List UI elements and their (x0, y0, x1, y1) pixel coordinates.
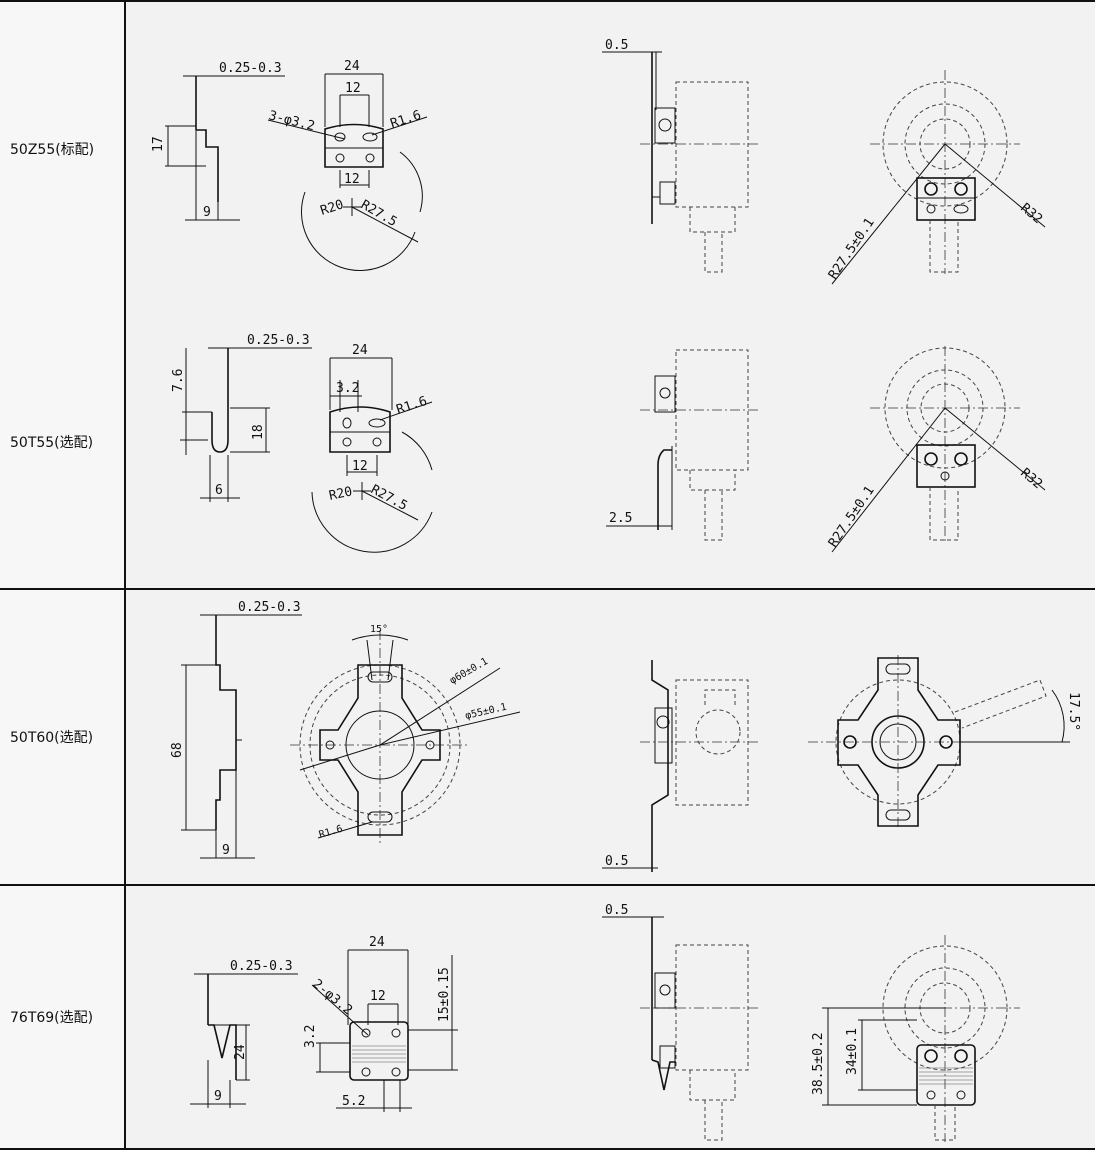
encoder-side-view: 0.5 (602, 38, 760, 273)
row-50t55: 50T55(选配) 0.25-0.3 7.6 (0, 296, 1095, 590)
encoder-front-view: 17.5° (808, 655, 1081, 830)
thickness-label: 0.25-0.3 (238, 600, 301, 615)
model-label-cell: 50Z55(标配) (0, 2, 126, 296)
drawing-cell: 0.25-0.3 68 9 (126, 590, 1095, 884)
r-outer-label: R27.5 (358, 197, 399, 230)
foot-label: 6 (215, 483, 223, 498)
dia-inner-label: φ55±0.1 (464, 702, 508, 722)
left-height-label: 3.2 (303, 1025, 318, 1048)
encoder-side-view: 0.5 (602, 660, 760, 872)
foot-label: 9 (214, 1089, 222, 1104)
bracket-front-view: 24 2-φ3.2 12 15±0.15 3.2 5.2 (303, 935, 458, 1112)
hole-pitch-top-label: 12 (345, 81, 361, 96)
encoder-front-view: 38.5±0.2 34±0.1 (811, 935, 1020, 1142)
model-label: 50Z55(标配) (10, 142, 95, 158)
side-gap-label: 0.5 (605, 903, 628, 918)
dia-outer-label: φ60±0.1 (448, 656, 490, 687)
row-76t69: 76T69(选配) 0.25-0.3 24 9 (0, 886, 1095, 1150)
hole-pitch-bottom-label: 12 (344, 172, 360, 187)
drawing-cell: 0.25-0.3 24 9 (126, 886, 1095, 1148)
encoder-front-view: R27.5±0.1 R32 (826, 70, 1046, 285)
height-label: 68 (170, 742, 185, 758)
front-r32-label: R32 (1017, 466, 1045, 493)
foot-label: 9 (222, 843, 230, 858)
row-50t55-drawing: 0.25-0.3 7.6 18 6 (171, 333, 1046, 553)
model-label: 76T69(选配) (10, 1010, 94, 1026)
width-label: 24 (369, 935, 385, 950)
bracket-side-profile: 0.25-0.3 68 9 (170, 600, 302, 859)
bracket-side-profile: 0.25-0.3 24 9 (190, 959, 298, 1108)
row-76t69-drawing: 0.25-0.3 24 9 (190, 903, 1020, 1142)
holes-label: 3-φ3.2 (267, 108, 316, 134)
r-outer-label: R27.5 (368, 482, 410, 514)
model-label: 50T55(选配) (10, 435, 94, 451)
foot-label: 9 (203, 205, 211, 220)
model-label-cell: 50T55(选配) (0, 296, 126, 588)
bracket-side-profile: 0.25-0.3 7.6 18 6 (171, 333, 312, 502)
front-radius-label: R27.5±0.1 (826, 483, 878, 550)
side-gap-label: 0.5 (605, 38, 628, 53)
bracket-front-view: 24 12 3-φ3.2 R1.6 12 R20 R27.5 (267, 59, 428, 271)
height-label: 18 (251, 424, 266, 440)
height-label: 17 (151, 136, 166, 152)
encoder-side-view: 2.5 (606, 349, 760, 541)
model-label-cell: 76T69(选配) (0, 886, 126, 1148)
hole-pitch-top-label: 3.2 (336, 381, 359, 396)
front-radius-label: R27.5±0.1 (826, 215, 878, 282)
front-h2-label: 34±0.1 (845, 1028, 860, 1075)
r-inner-label: R20 (319, 197, 346, 219)
radius-small-label: R1.6 (318, 824, 344, 841)
angle-label: 15° (370, 624, 388, 635)
encoder-front-view: R27.5±0.1 R32 (826, 346, 1046, 553)
radius-small-label: R1.6 (389, 108, 423, 132)
thickness-label: 0.25-0.3 (230, 959, 293, 974)
drawing-cell: 0.25-0.3 17 9 (126, 2, 1095, 296)
front-h1-label: 38.5±0.2 (811, 1032, 826, 1095)
width-label: 24 (352, 343, 368, 358)
row-50t60-drawing: 0.25-0.3 68 9 (170, 600, 1081, 872)
side-gap-label: 0.5 (605, 854, 628, 869)
drawing-cell: 0.25-0.3 7.6 18 6 (126, 296, 1095, 588)
row-50z55: 50Z55(标配) 0.25-0.3 17 9 (0, 0, 1095, 298)
bracket-front-view: 24 3.2 R1.6 12 R20 R27.5 (311, 343, 433, 553)
r-inner-label: R20 (328, 484, 354, 504)
row-50z55-drawing: 0.25-0.3 17 9 (151, 38, 1046, 285)
bracket-side-profile: 0.25-0.3 17 9 (151, 61, 285, 221)
model-label: 50T60(选配) (10, 730, 94, 746)
thickness-label: 0.25-0.3 (247, 333, 310, 348)
bottom-width-label: 5.2 (342, 1094, 365, 1109)
radius-small-label: R1.6 (395, 394, 429, 418)
thickness-label: 0.25-0.3 (219, 61, 282, 76)
bracket-front-view: 15° φ60±0.1 φ55±0.1 R1.6 (290, 624, 521, 845)
hole-pitch-top-label: 12 (370, 989, 386, 1004)
height-top-label: 7.6 (171, 369, 186, 392)
encoder-side-view: 0.5 (602, 903, 760, 1141)
width-label: 24 (344, 59, 360, 74)
model-label-cell: 50T60(选配) (0, 590, 126, 884)
height-label: 24 (233, 1044, 248, 1060)
side-gap-label: 2.5 (609, 511, 632, 526)
hole-pitch-bottom-label: 12 (352, 459, 368, 474)
front-angle-label: 17.5° (1066, 692, 1081, 731)
row-50t60: 50T60(选配) 0.25-0.3 68 9 (0, 590, 1095, 886)
side-height-label: 15±0.15 (437, 967, 452, 1022)
